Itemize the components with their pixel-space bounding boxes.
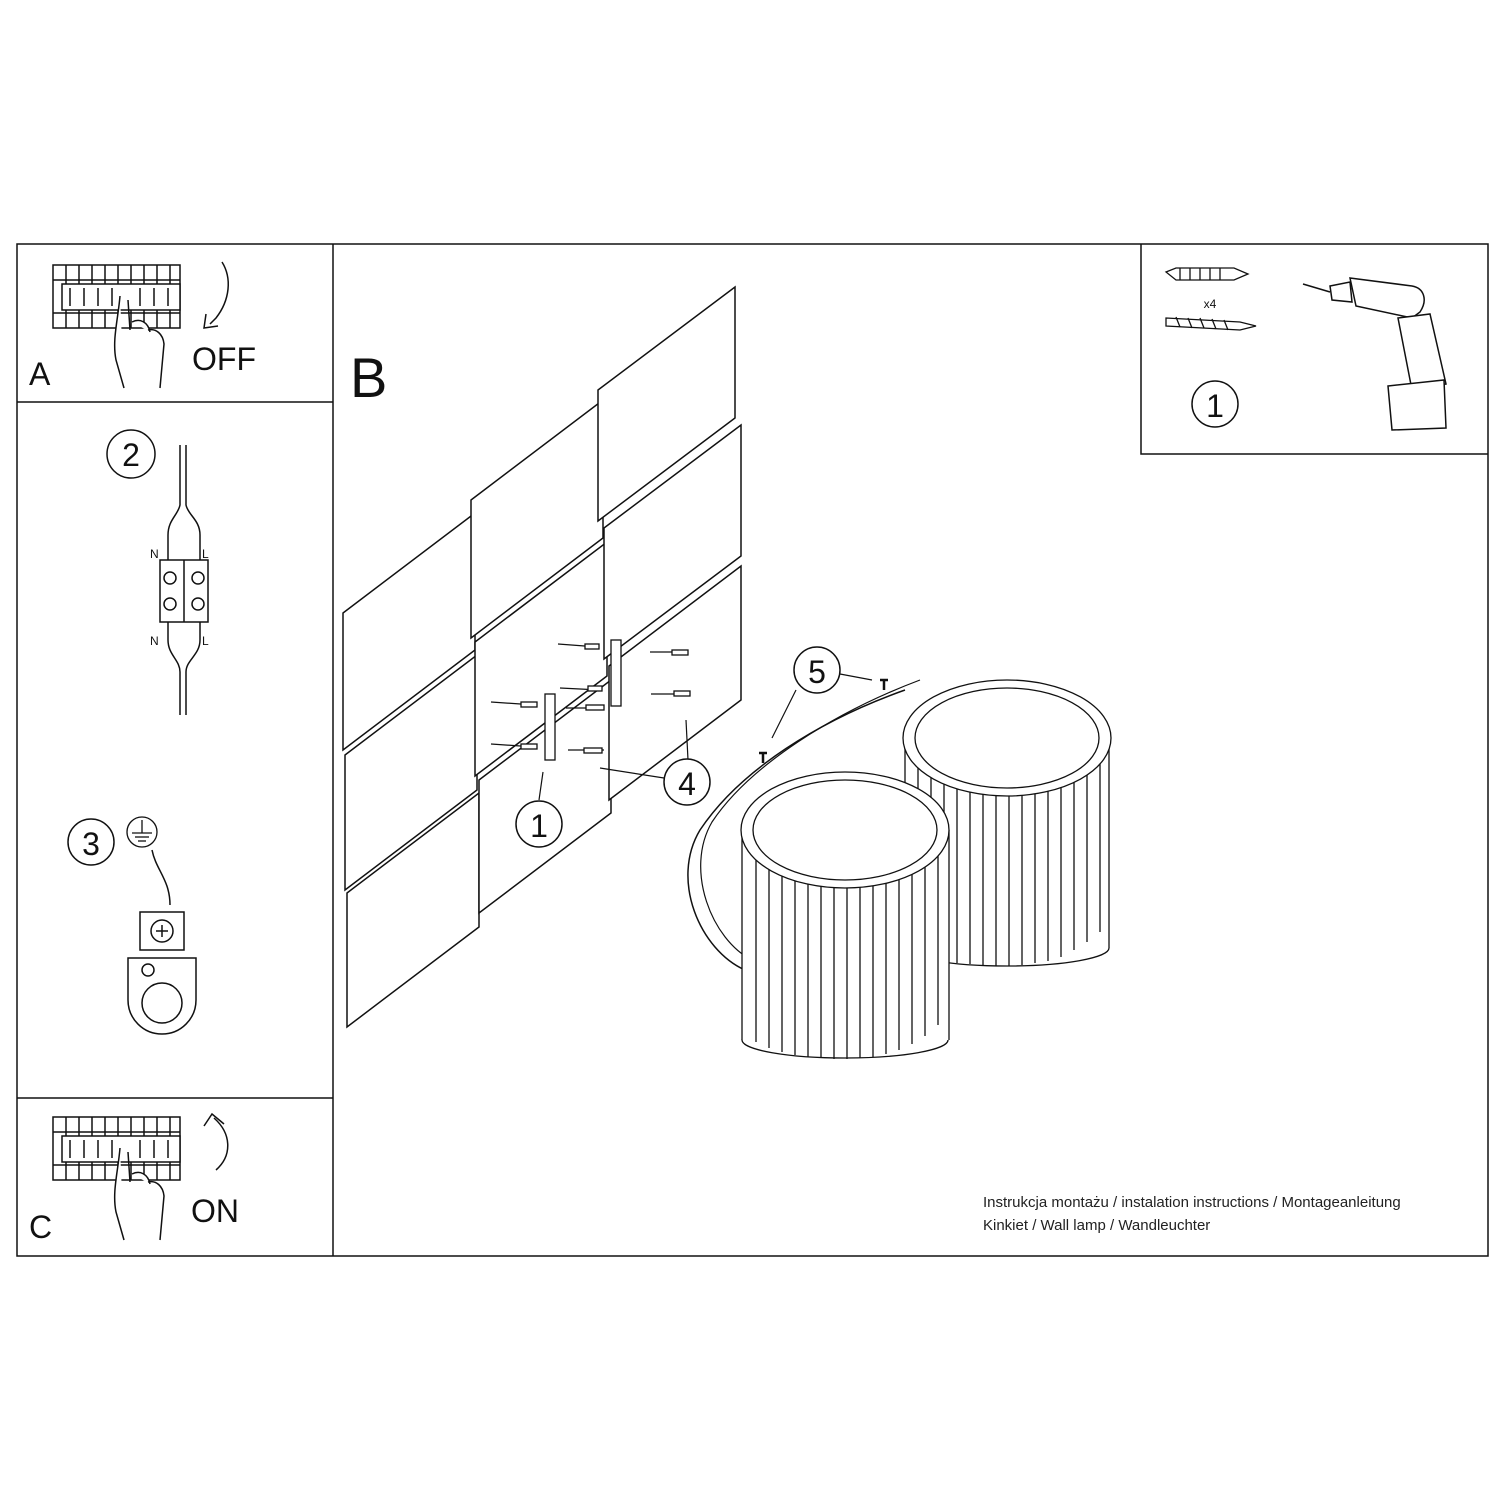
set-screw-icon [759, 678, 888, 763]
callouts: 1 4 5 [515, 646, 888, 848]
on-label: ON [191, 1193, 239, 1229]
panel-a: A OFF [29, 261, 256, 392]
live-bottom-label: L [202, 634, 209, 648]
screw-icon [587, 685, 603, 692]
wall-tile [597, 285, 736, 523]
drill-icon [1302, 277, 1447, 431]
lamp-body [687, 679, 1112, 1059]
screw-icon [583, 747, 603, 754]
wall-tile [474, 540, 608, 778]
ground-wire [151, 849, 171, 906]
connector-icon [159, 445, 209, 715]
callout-screws-number: 4 [678, 766, 696, 802]
callout-bracket-number: 1 [530, 808, 548, 844]
ground-terminal-icon [127, 911, 197, 1035]
mounting-bracket [544, 693, 556, 761]
neutral-top-label: N [150, 547, 159, 561]
callout-bracket-circle [515, 800, 563, 848]
footer-title: Instrukcja montażu / instalation instruc… [983, 1194, 1401, 1211]
panel-c-letter: C [29, 1209, 52, 1245]
step-2-circle [106, 429, 156, 479]
tools-panel: x4 1 [1164, 267, 1447, 431]
screw-icon [584, 643, 600, 650]
screw-icon [673, 690, 691, 697]
arrow-down-icon [203, 261, 229, 329]
lamp-backplate [687, 689, 906, 971]
step-2-number: 2 [122, 437, 140, 473]
quantity-label: x4 [1204, 297, 1217, 311]
panel-a-letter: A [29, 356, 51, 392]
wall-tile [608, 564, 742, 802]
wall-tile [603, 423, 742, 661]
wiring-step: 2 N L N L [106, 429, 209, 715]
panel-b-letter: B [350, 346, 387, 409]
hand-icon [113, 295, 165, 389]
arrow-up-icon [203, 1112, 229, 1171]
wall-tile [478, 678, 612, 915]
breaker-icon [52, 1116, 181, 1181]
off-label: OFF [192, 341, 256, 377]
wall-tiles [342, 285, 742, 1029]
screw-icon [671, 649, 689, 656]
tools-step-circle [1191, 380, 1239, 428]
panel-c: C ON [29, 1112, 239, 1245]
lamp-shade-front [740, 771, 950, 1059]
panel-frames [16, 243, 1489, 1257]
mounting-hardware [490, 639, 691, 761]
wall-plug-icon [1164, 267, 1250, 281]
wall-tile [470, 398, 604, 640]
callout-set-screws-circle [793, 646, 841, 694]
live-top-label: L [202, 547, 209, 561]
screw-icon [520, 743, 538, 750]
callout-set-screws-number: 5 [808, 654, 826, 690]
screw-icon [520, 701, 538, 708]
footer-subtitle: Kinkiet / Wall lamp / Wandleuchter [983, 1217, 1211, 1234]
mounting-bracket [610, 639, 622, 707]
outer-frame [16, 243, 1489, 1257]
ground-symbol-icon [126, 816, 158, 848]
screw-icon [1165, 316, 1257, 331]
screw-icon [585, 704, 605, 711]
step-3-circle [67, 818, 115, 866]
tools-panel-frame [1140, 244, 1488, 455]
tools-step-number: 1 [1206, 388, 1224, 424]
step-3-number: 3 [82, 826, 100, 862]
ground-step: 3 [67, 816, 197, 1035]
hand-icon [113, 1147, 165, 1241]
callout-screws-circle [663, 758, 711, 806]
wall-tile [346, 791, 480, 1029]
wall-tile [344, 653, 478, 892]
neutral-bottom-label: N [150, 634, 159, 648]
